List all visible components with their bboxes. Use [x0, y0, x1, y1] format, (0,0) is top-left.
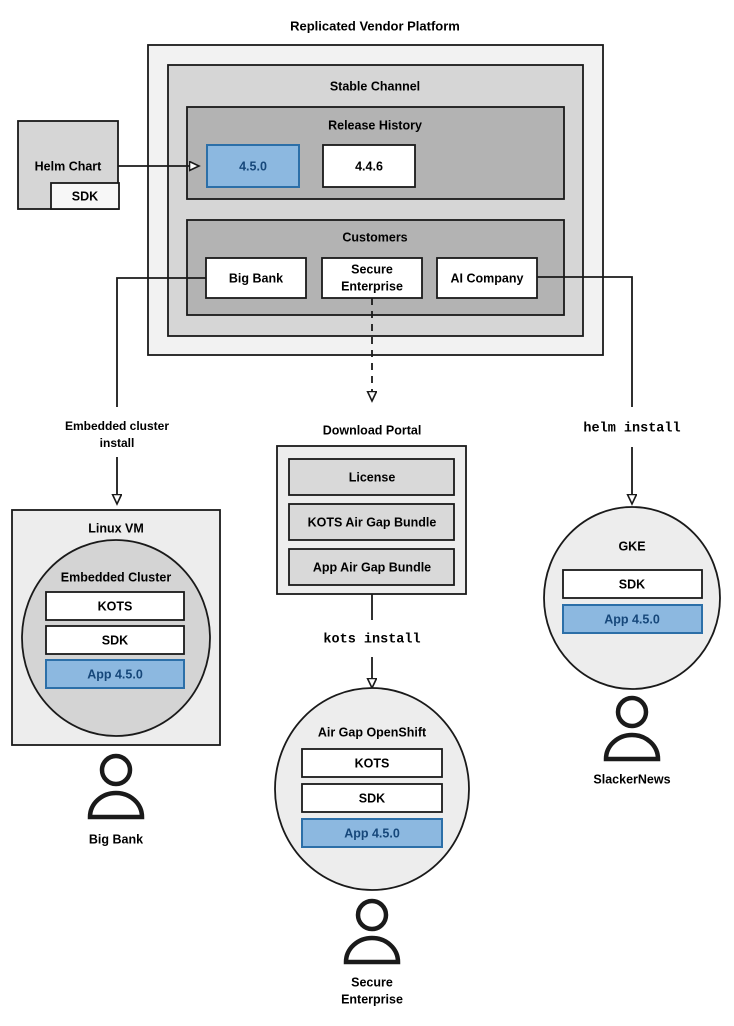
component-card-app[interactable]	[45, 659, 185, 689]
page-title: Replicated Vendor Platform	[290, 18, 460, 33]
user-icon-slackernews	[603, 695, 661, 762]
customer-label: AI Company	[451, 271, 524, 285]
component-card-app[interactable]	[301, 818, 443, 848]
target-gke-title: GKE	[618, 539, 645, 553]
component-card-app[interactable]	[562, 604, 703, 634]
download-portal-item-app-air-gap-bundle[interactable]	[288, 548, 455, 586]
embedded-cluster-title: Embedded Cluster	[61, 570, 172, 584]
component-card-sdk[interactable]	[301, 783, 443, 813]
release-history-title: Release History	[328, 118, 422, 132]
helm-chart-sdk-label: SDK	[72, 189, 98, 203]
edge-label-embedded-install-line1: Embedded cluster	[65, 419, 169, 433]
user-label-secure-enterprise-line2: Enterprise	[341, 992, 403, 1006]
stable-channel-title: Stable Channel	[330, 79, 420, 93]
component-card-kots[interactable]	[301, 748, 443, 778]
target-air-gap-openshift-title: Air Gap OpenShift	[318, 725, 427, 739]
component-card-sdk[interactable]	[45, 625, 185, 655]
component-card-kots[interactable]	[45, 591, 185, 621]
download-portal-item-label: KOTS Air Gap Bundle	[308, 515, 437, 529]
download-portal-item-label: App Air Gap Bundle	[313, 560, 431, 574]
customer-card-big-bank[interactable]	[205, 257, 307, 299]
edge-ai-company-to-gke	[537, 276, 633, 407]
download-portal-item-kots-air-gap-bundle[interactable]	[288, 503, 455, 541]
component-label: SDK	[619, 577, 645, 591]
helm-chart-title: Helm Chart	[35, 159, 103, 173]
component-label: KOTS	[355, 756, 390, 770]
component-label: App 4.5.0	[344, 826, 400, 840]
customer-label-line2: Enterprise	[341, 279, 403, 293]
component-label: SDK	[359, 791, 385, 805]
edge-label-helm-install: helm install	[583, 422, 680, 437]
customer-card-secure-enterprise[interactable]	[321, 257, 423, 299]
component-label: App 4.5.0	[604, 612, 660, 626]
user-label-slackernews: SlackerNews	[593, 772, 670, 786]
customer-label: Big Bank	[229, 271, 283, 285]
user-label-secure-enterprise-line1: Secure	[351, 975, 393, 989]
user-label-big-bank: Big Bank	[89, 832, 143, 846]
component-card-sdk[interactable]	[562, 569, 703, 599]
download-portal-title: Download Portal	[323, 423, 422, 437]
edge-label-embedded-install-line2: install	[100, 436, 135, 450]
target-linux-vm-title: Linux VM	[88, 521, 144, 535]
customer-card-ai-company[interactable]	[436, 257, 538, 299]
release-version-label: 4.4.6	[355, 159, 383, 173]
component-label: KOTS	[98, 599, 133, 613]
release-version-label: 4.5.0	[239, 159, 267, 173]
component-label: App 4.5.0	[87, 667, 143, 681]
download-portal-item-license[interactable]	[288, 458, 455, 496]
user-icon-big-bank	[87, 753, 145, 820]
customers-title: Customers	[342, 230, 407, 244]
edge-big-bank-to-linux-vm	[116, 277, 206, 407]
helm-chart-sdk-box	[50, 182, 120, 210]
release-card-4-5-0[interactable]	[206, 144, 300, 188]
user-icon-secure-enterprise	[343, 898, 401, 965]
customer-label-line1: Secure	[351, 262, 393, 276]
component-label: SDK	[102, 633, 128, 647]
download-portal-item-label: License	[349, 470, 396, 484]
edge-label-kots-install: kots install	[323, 633, 420, 648]
release-card-4-4-6[interactable]	[322, 144, 416, 188]
